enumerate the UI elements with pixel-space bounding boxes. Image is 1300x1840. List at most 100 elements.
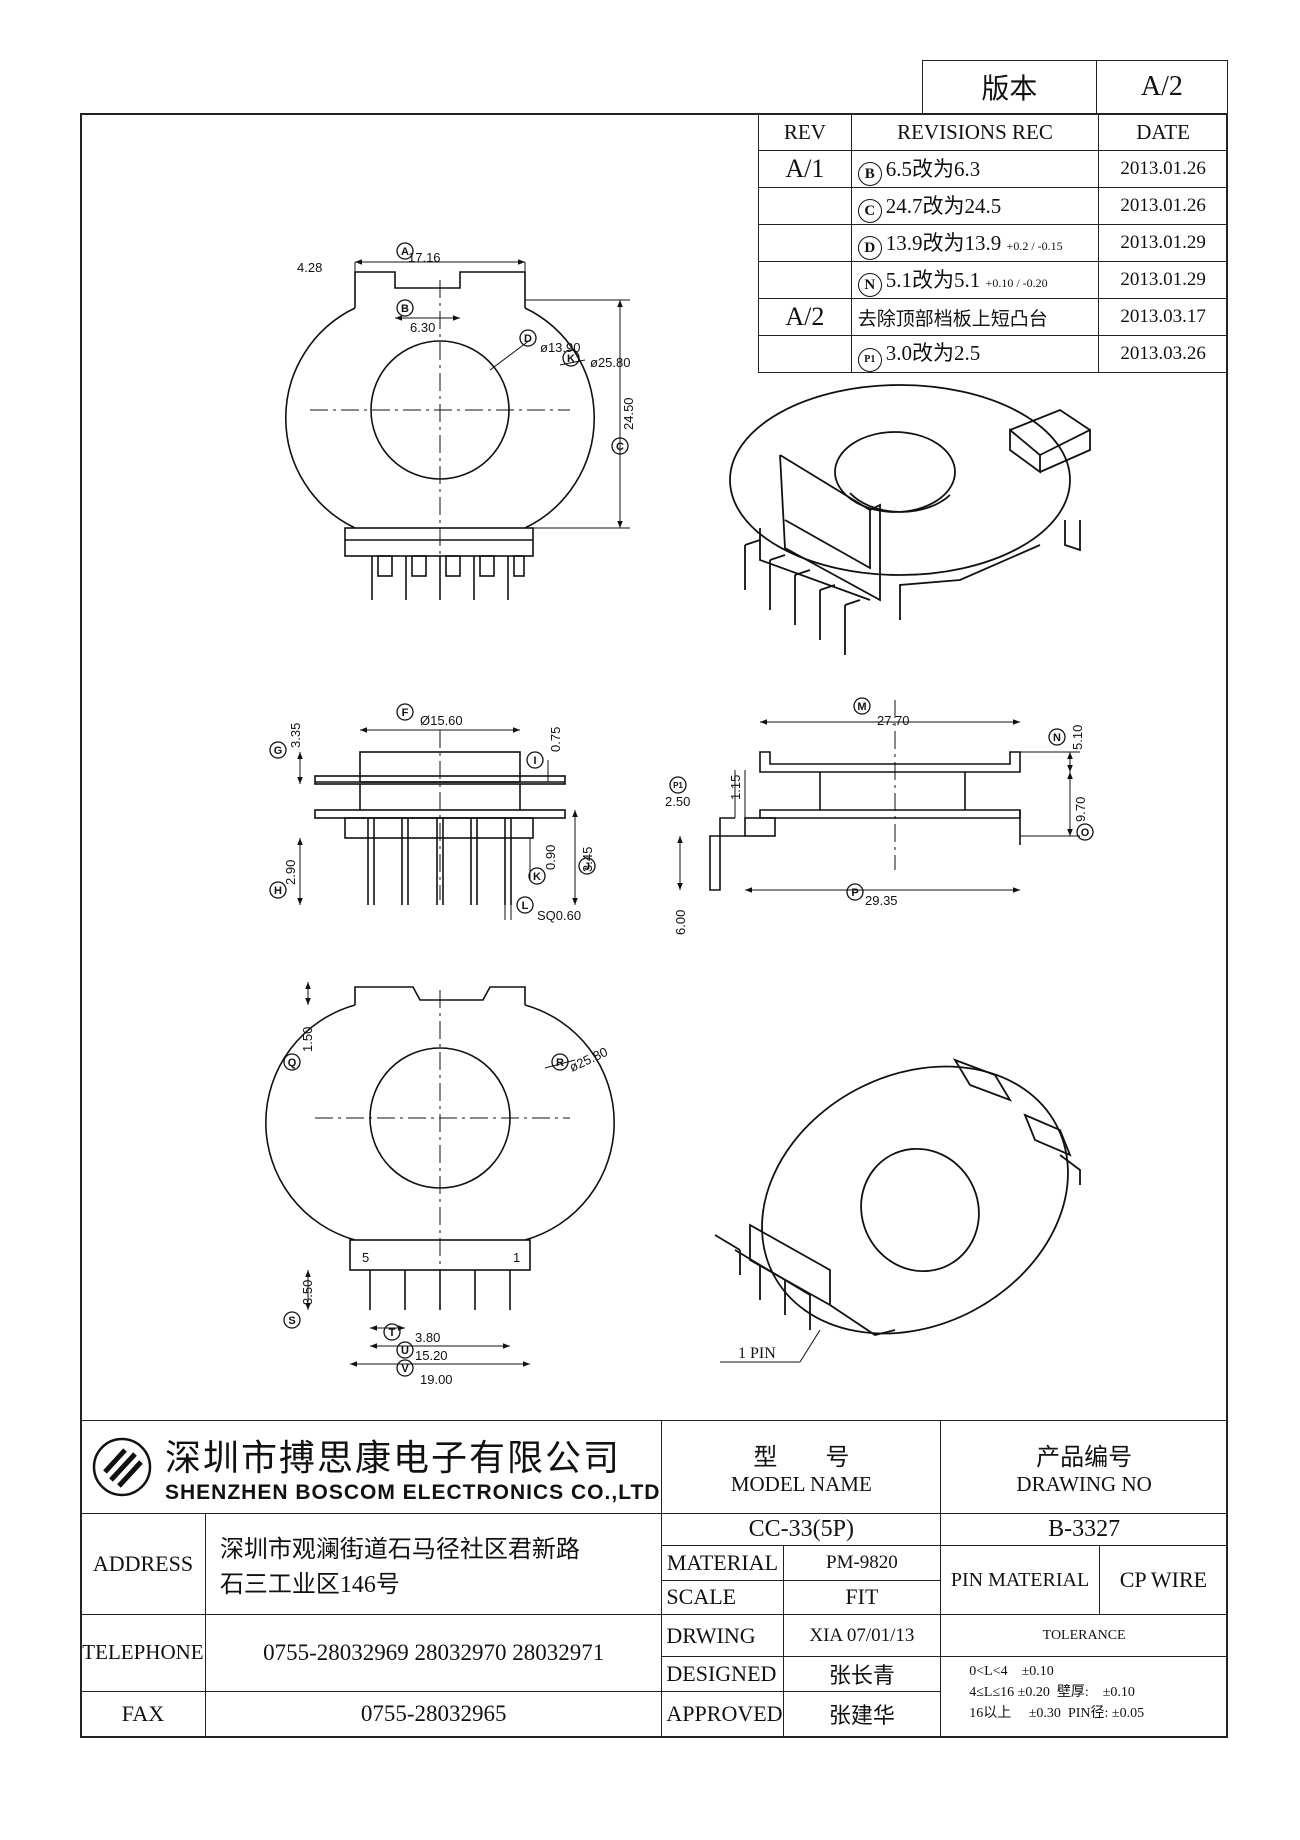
bottom-view bbox=[265, 982, 615, 1367]
dim-25-80: ø25.80 bbox=[590, 355, 630, 370]
tag-circle: B bbox=[857, 161, 882, 186]
ref-r: R bbox=[556, 1057, 564, 1069]
ref-m: M bbox=[857, 701, 866, 713]
model-value: CC-33(5P) bbox=[661, 1513, 942, 1546]
dim-6-00: 6.00 bbox=[673, 910, 688, 935]
dim-3-80: 3.80 bbox=[415, 1330, 440, 1345]
company-logo-cell: 深圳市搏思康电子有限公司 SHENZHEN BOSCOM ELECTRONICS… bbox=[79, 1419, 663, 1515]
scale-value: FIT bbox=[782, 1579, 942, 1616]
dim-15-60: Ø15.60 bbox=[420, 713, 463, 728]
dim-2-50: 2.50 bbox=[665, 794, 690, 809]
dim-5-10: 5.10 bbox=[1070, 725, 1085, 750]
revision-date: 2013.01.29 bbox=[1098, 261, 1228, 299]
ref-v: V bbox=[401, 1363, 409, 1375]
ref-d: D bbox=[524, 333, 532, 345]
ref-g: G bbox=[274, 745, 283, 757]
designed-label: DESIGNED bbox=[661, 1656, 784, 1692]
ref-n: N bbox=[1053, 732, 1061, 744]
dim-6-30: 6.30 bbox=[410, 320, 435, 335]
dim-9-70: 9.70 bbox=[1073, 797, 1088, 822]
dim-1-50: 1.50 bbox=[300, 1027, 315, 1052]
ref-p1: P1 bbox=[673, 781, 683, 790]
ref-u: U bbox=[401, 1345, 409, 1357]
designed-value: 张长青 bbox=[782, 1656, 942, 1692]
company-name-cn: 深圳市搏思康电子有限公司 bbox=[165, 1438, 622, 1479]
tag-circle: D bbox=[857, 235, 882, 260]
fax-label: FAX bbox=[80, 1690, 206, 1739]
ref-s: S bbox=[288, 1315, 295, 1327]
tag-circle: P1 bbox=[857, 347, 882, 372]
dim-3-45: 3.45 bbox=[580, 847, 595, 872]
fax-value: 0755-28032965 bbox=[204, 1690, 663, 1739]
ref-f: F bbox=[402, 707, 409, 719]
dim-13-90: ø13.90 bbox=[540, 340, 580, 355]
revision-date: 2013.03.17 bbox=[1098, 298, 1228, 336]
dim-0-90: 0.90 bbox=[543, 845, 558, 870]
ref-h: H bbox=[274, 885, 282, 897]
rev-cell bbox=[758, 335, 852, 373]
ref-c: C bbox=[616, 441, 624, 453]
rev-cell bbox=[758, 224, 852, 262]
approved-value: 张建华 bbox=[782, 1690, 942, 1739]
pin-5-label: 5 bbox=[362, 1250, 369, 1265]
drawing-no-value: B-3327 bbox=[940, 1513, 1228, 1546]
ref-p: P bbox=[851, 887, 858, 899]
dim-17-16: 17.16 bbox=[408, 250, 441, 265]
rev-cell bbox=[758, 261, 852, 299]
dim-27-70: 27.70 bbox=[877, 713, 910, 728]
ref-l: L bbox=[522, 900, 529, 912]
scale-label: SCALE bbox=[661, 1579, 784, 1616]
pin-material-label: PIN MATERIAL bbox=[940, 1544, 1100, 1616]
top-view bbox=[284, 259, 630, 600]
tolerance-label: TOLERANCE bbox=[940, 1614, 1228, 1658]
revisions-header: REVISIONS REC bbox=[850, 113, 1100, 151]
revision-date: 2013.03.26 bbox=[1098, 335, 1228, 373]
ref-k: K bbox=[567, 353, 575, 365]
model-name-header: 型 号 MODEL NAME bbox=[661, 1419, 942, 1515]
dim-1-15: 1.15 bbox=[728, 775, 743, 800]
ref-k-front: K bbox=[533, 871, 541, 883]
dim-sq-0-60: SQ0.60 bbox=[537, 908, 581, 923]
tag-circle: N bbox=[857, 272, 882, 297]
version-value: A/2 bbox=[1095, 60, 1229, 114]
side-view bbox=[677, 700, 1080, 893]
ref-t: T bbox=[389, 1327, 396, 1339]
pin-1-label: 1 bbox=[513, 1250, 520, 1265]
version-box: 版本 A/2 bbox=[922, 60, 1229, 114]
pin-note: 1 PIN bbox=[738, 1345, 776, 1362]
revision-date: 2013.01.26 bbox=[1098, 150, 1228, 188]
title-block: 深圳市搏思康电子有限公司 SHENZHEN BOSCOM ELECTRONICS… bbox=[79, 1419, 1229, 1739]
company-logo-icon bbox=[92, 1437, 152, 1497]
drawing-by-value: XIA 07/01/13 bbox=[782, 1614, 942, 1658]
rev-header: REV bbox=[758, 113, 852, 151]
revision-text: 去除顶部档板上短凸台 bbox=[850, 298, 1100, 336]
drawing-by-label: DRWING bbox=[661, 1614, 784, 1658]
dim-2-90: 2.90 bbox=[283, 860, 298, 885]
dim-3-50: 3.50 bbox=[300, 1280, 315, 1305]
dim-4-28: 4.28 bbox=[297, 260, 322, 275]
material-value: PM-9820 bbox=[782, 1544, 942, 1581]
telephone-value: 0755-28032969 28032970 28032971 bbox=[204, 1614, 663, 1692]
dim-19-00: 19.00 bbox=[420, 1372, 453, 1387]
approved-label: APPROVED bbox=[661, 1690, 784, 1739]
tag-circle: C bbox=[857, 198, 882, 223]
dim-15-20: 15.20 bbox=[415, 1348, 448, 1363]
revision-date: 2013.01.29 bbox=[1098, 224, 1228, 262]
tolerance-note: +0.10 / -0.20 bbox=[985, 275, 1048, 290]
ref-b: B bbox=[401, 303, 409, 315]
ref-i: I bbox=[533, 755, 536, 767]
isometric-view-top bbox=[729, 384, 1091, 655]
isometric-view-bottom bbox=[714, 1058, 1081, 1363]
date-header: DATE bbox=[1098, 113, 1228, 151]
dim-24-50: 24.50 bbox=[621, 397, 636, 430]
material-label: MATERIAL bbox=[661, 1544, 784, 1581]
tolerance-note: +0.2 / -0.15 bbox=[1006, 238, 1063, 253]
pin-material-value: CP WIRE bbox=[1098, 1544, 1229, 1616]
